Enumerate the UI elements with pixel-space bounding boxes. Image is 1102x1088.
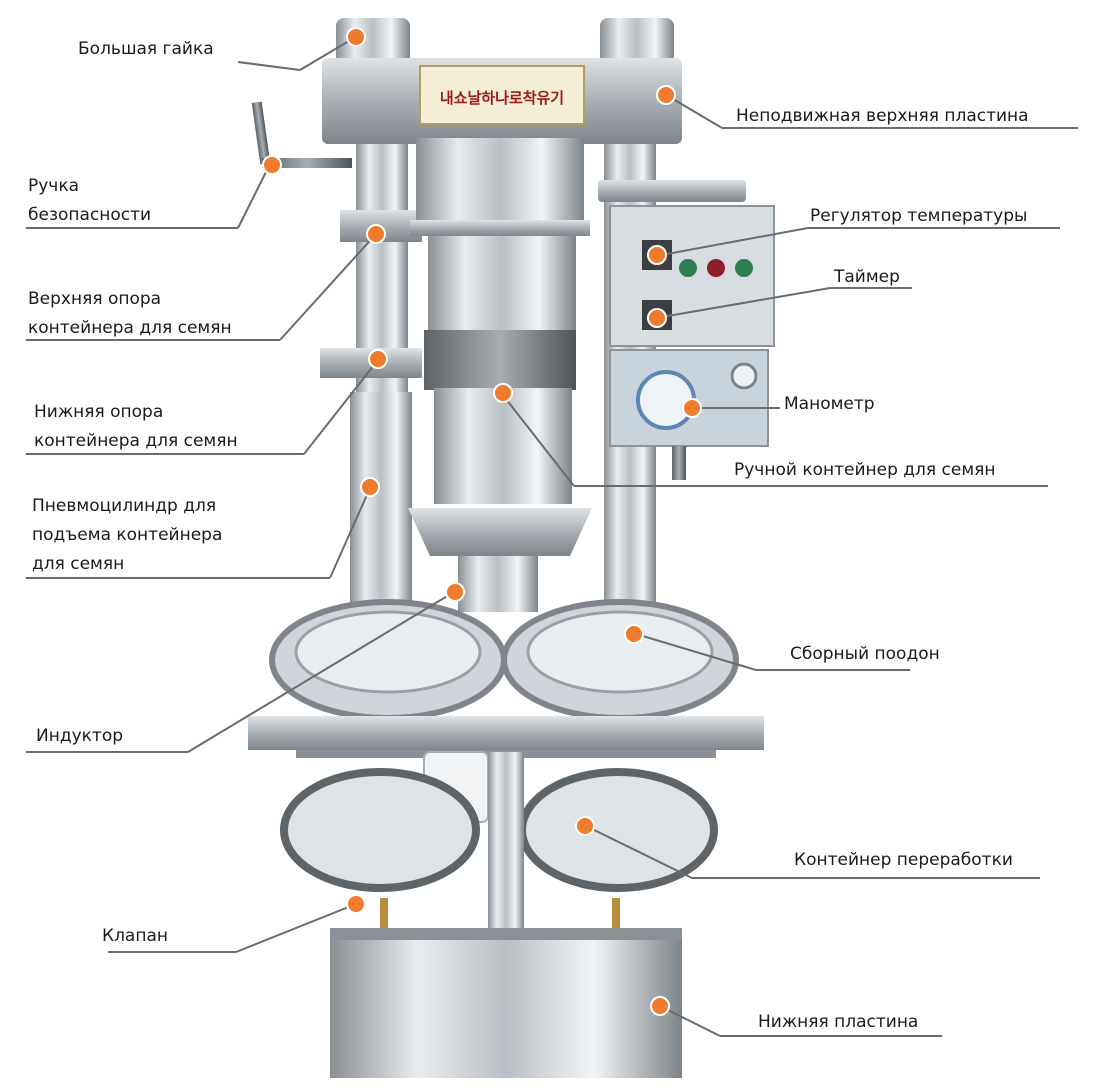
leader-valve: [235, 903, 357, 953]
leader-upper-support: [279, 233, 377, 341]
marker-fixed-top-plate: [656, 85, 676, 105]
bottom-plate-top-edge: [330, 928, 682, 940]
marker-lower-support: [368, 349, 388, 369]
label-collection-tray-line-1: Сборный поодон: [790, 644, 940, 664]
safety-handle-arm: [262, 158, 352, 168]
label-pneumo-cylinder-line-3: для семян: [32, 554, 125, 574]
marker-big-nut: [346, 27, 366, 47]
label-fixed-top-plate: Неподвижная верхняя пластина: [736, 102, 1029, 131]
marker-processing: [575, 816, 595, 836]
label-manual-seed-container: Ручной контейнер для семян: [734, 456, 996, 485]
seed-funnel: [408, 508, 592, 556]
manometer-stem: [672, 446, 686, 480]
marker-collection-tray: [624, 624, 644, 644]
center-support: [488, 752, 524, 932]
label-pneumo-cylinder-line-2: подъема контейнера: [32, 525, 223, 545]
label-inductor-line-1: Индуктор: [36, 726, 124, 746]
leader-safety-handle: [237, 167, 269, 229]
safety-handle-bar: [251, 101, 271, 165]
leader-lower-support: [303, 359, 379, 455]
green-button-1: [679, 259, 697, 277]
label-safety-handle-line-1: Ручка: [28, 176, 80, 196]
top-plate-nameplate: [419, 65, 585, 125]
label-pneumo-cylinder: Пневмоцилиндр для подъема контейнера для…: [32, 492, 222, 579]
label-lower-seed-support-line-1: Нижняя опора: [34, 402, 164, 422]
label-big-nut: Большая гайка: [78, 35, 214, 64]
label-safety-handle-line-2: безопасности: [28, 205, 152, 225]
seed-container-ring: [424, 330, 576, 390]
label-upper-seed-support: Верхняя опора контейнера для семян: [28, 285, 232, 343]
leader-big-nut-2: [299, 37, 355, 71]
press-cylinder-upper: [416, 138, 584, 230]
right-processing-container: [518, 768, 718, 892]
press-cylinder-lower: [434, 388, 572, 504]
leader-inductor: [187, 591, 455, 753]
label-timer: Таймер: [834, 263, 900, 292]
label-upper-seed-support-line-1: Верхняя опора: [28, 289, 162, 309]
label-inductor: Индуктор: [36, 722, 123, 751]
marker-safety-handle: [262, 155, 282, 175]
marker-temp-regulator: [647, 245, 667, 265]
press-cylinder-band: [410, 220, 590, 236]
bottom-plate: [330, 928, 682, 1078]
nameplate-text: 내쇼날하나로착유기: [440, 89, 564, 107]
label-valve-line-1: Клапан: [102, 926, 168, 946]
leader-collection-tray: [635, 633, 757, 671]
label-pneumo-cylinder-line-1: Пневмоцилиндр для: [32, 496, 217, 516]
left-processing-container: [280, 768, 480, 892]
leader-processing: [585, 825, 693, 879]
leader-lines: [26, 37, 1078, 1037]
valve-right: [612, 898, 620, 928]
manometer-small-gauge: [730, 362, 758, 390]
label-upper-seed-support-line-2: контейнера для семян: [28, 318, 232, 338]
control-panel-shelf: [598, 180, 746, 202]
label-safety-handle: Ручка безопасности: [28, 172, 151, 230]
marker-manual-seed: [493, 383, 513, 403]
marker-dots: [262, 27, 702, 1016]
marker-upper-support: [366, 224, 386, 244]
valve-left: [380, 898, 388, 928]
marker-manometer: [682, 398, 702, 418]
marker-valve: [346, 894, 366, 914]
label-lower-seed-support: Нижняя опора контейнера для семян: [34, 398, 238, 456]
marker-pneumo: [360, 477, 380, 497]
label-temp-regulator: Регулятор температуры: [810, 202, 1027, 231]
label-manometer: Манометр: [784, 390, 875, 419]
leader-big-nut: [237, 61, 301, 71]
label-timer-line-1: Таймер: [834, 267, 900, 287]
leader-temp-regulator: [655, 227, 809, 257]
leader-fixed-top-plate: [667, 95, 723, 129]
left-tray-inner: [294, 610, 482, 694]
leader-manual-seed: [501, 393, 575, 487]
manometer-gauge: [636, 370, 696, 430]
marker-bottom-plate: [650, 996, 670, 1016]
right-tray-inner: [526, 610, 714, 694]
leader-pneumo: [329, 487, 371, 579]
marker-inductor: [445, 582, 465, 602]
leader-timer: [655, 287, 831, 319]
label-temp-regulator-line-1: Регулятор температуры: [810, 206, 1028, 226]
left-cylinder: [350, 392, 412, 602]
label-processing-container-line-1: Контейнер переработки: [794, 850, 1013, 870]
label-collection-tray: Сборный поодон: [790, 640, 940, 669]
press-cylinder-mid: [428, 236, 576, 332]
green-button-2: [735, 259, 753, 277]
label-manual-seed-container-line-1: Ручной контейнер для семян: [734, 460, 996, 480]
label-processing-container: Контейнер переработки: [794, 846, 1013, 875]
marker-timer: [647, 308, 667, 328]
funnel-neck: [458, 556, 538, 612]
leader-bottom-plate: [659, 1005, 721, 1037]
red-button: [707, 259, 725, 277]
table-top: [248, 716, 764, 750]
label-fixed-top-plate-line-1: Неподвижная верхняя пластина: [736, 106, 1029, 126]
label-valve: Клапан: [102, 922, 168, 951]
label-manometer-line-1: Манометр: [784, 394, 875, 414]
label-lower-seed-support-line-2: контейнера для семян: [34, 431, 238, 451]
label-big-nut-line-1: Большая гайка: [78, 39, 214, 59]
label-bottom-plate-line-1: Нижняя пластина: [758, 1012, 919, 1032]
label-bottom-plate: Нижняя пластина: [758, 1008, 918, 1037]
big-nut-right: [600, 18, 674, 66]
